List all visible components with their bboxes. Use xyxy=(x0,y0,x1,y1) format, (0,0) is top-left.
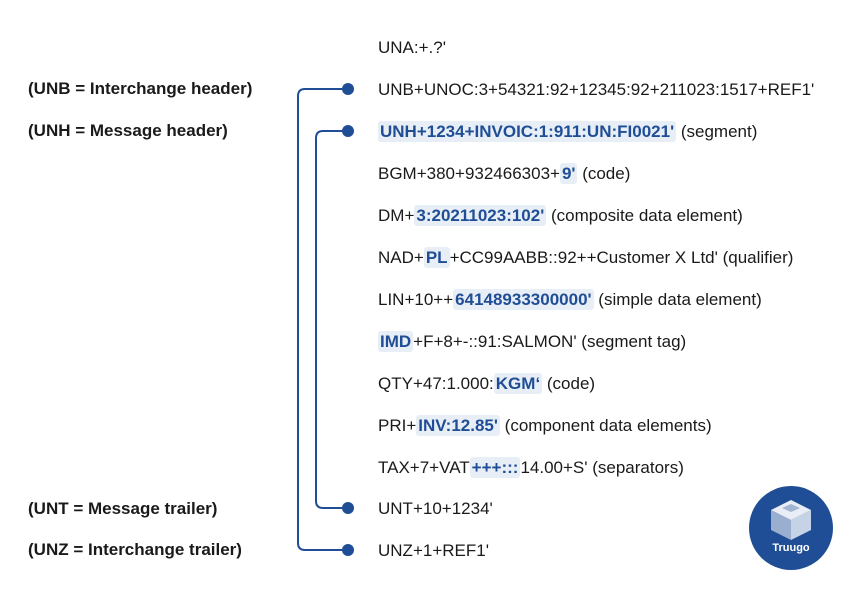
segment-text-after: 14.00+S' xyxy=(520,458,588,477)
segment-line-qty: QTY+47:1.000:KGM‘ (code) xyxy=(378,371,595,397)
segment-line-nad: NAD+PL+CC99AABB::92++Customer X Ltd' (qu… xyxy=(378,245,793,271)
cube-logo-icon xyxy=(771,500,811,540)
segment-text: NAD+ xyxy=(378,248,424,267)
segment-line-pri: PRI+INV:12.85' (component data elements) xyxy=(378,413,712,439)
dot-unh xyxy=(342,125,354,137)
segment-line-lin: LIN+10++64148933300000' (simple data ele… xyxy=(378,287,762,313)
segment-text: QTY+47:1.000: xyxy=(378,374,494,393)
truugo-logo: Truugo xyxy=(749,486,833,570)
segment-highlight: +++::: xyxy=(469,457,521,478)
segment-highlight: IMD xyxy=(378,331,414,352)
segment-line-una: UNA:+.?' xyxy=(378,35,446,61)
segment-highlight: 64148933300000' xyxy=(453,289,594,310)
segment-line-unb: UNB+UNOC:3+54321:92+12345:92+211023:1517… xyxy=(378,77,814,103)
dot-unt xyxy=(342,502,354,514)
segment-text: UNZ+1+REF1' xyxy=(378,541,489,560)
segment-highlight: PL xyxy=(423,247,450,268)
segment-note: (composite data element) xyxy=(546,206,743,225)
segment-note: (segment) xyxy=(676,122,758,141)
segment-note: (code) xyxy=(577,164,631,183)
segment-note: (simple data element) xyxy=(593,290,762,309)
segment-text: DM+ xyxy=(378,206,415,225)
label-unh: (UNH = Message header) xyxy=(28,121,228,140)
logo-text: Truugo xyxy=(772,542,810,554)
segment-text: LIN+10++ xyxy=(378,290,454,309)
segment-note: (segment tag) xyxy=(576,332,687,351)
segment-text: UNB+UNOC:3+54321:92+12345:92+211023:1517… xyxy=(378,80,815,99)
segment-line-unt: UNT+10+1234' xyxy=(378,496,493,522)
dot-unz xyxy=(342,544,354,556)
segment-note: (code) xyxy=(542,374,596,393)
segment-highlight: INV:12.85' xyxy=(416,415,500,436)
segment-note: (qualifier) xyxy=(717,248,794,267)
segment-line-tax: TAX+7+VAT+++:::14.00+S' (separators) xyxy=(378,455,684,481)
message-bracket xyxy=(315,130,348,509)
segment-line-bgm: BGM+380+932466303+9' (code) xyxy=(378,161,630,187)
segment-line-unz: UNZ+1+REF1' xyxy=(378,538,489,564)
label-unb: (UNB = Interchange header) xyxy=(28,79,253,98)
segment-line-unh: UNH+1234+INVOIC:1:911:UN:FI0021' (segmen… xyxy=(378,119,757,145)
segment-text: TAX+7+VAT xyxy=(378,458,470,477)
segment-note: (separators) xyxy=(587,458,684,477)
segment-highlight: 3:20211023:102' xyxy=(414,205,547,226)
label-unt: (UNT = Message trailer) xyxy=(28,499,218,518)
segment-text: UNA:+.?' xyxy=(378,38,446,57)
segment-text: BGM+380+932466303+ xyxy=(378,164,560,183)
segment-line-dtm: DM+3:20211023:102' (composite data eleme… xyxy=(378,203,743,229)
segment-text-after: +F+8+-::91:SALMON' xyxy=(413,332,577,351)
segment-highlight: KGM‘ xyxy=(493,373,543,394)
segment-line-imd: IMD+F+8+-::91:SALMON' (segment tag) xyxy=(378,329,686,355)
segment-text-after: +CC99AABB::92++Customer X Ltd' xyxy=(449,248,718,267)
interchange-bracket xyxy=(297,88,348,551)
segment-note: (component data elements) xyxy=(499,416,712,435)
label-unz: (UNZ = Interchange trailer) xyxy=(28,540,242,559)
segment-text: UNT+10+1234' xyxy=(378,499,493,518)
dot-unb xyxy=(342,83,354,95)
segment-highlight: 9' xyxy=(559,163,578,184)
segment-text: PRI+ xyxy=(378,416,417,435)
segment-highlight: UNH+1234+INVOIC:1:911:UN:FI0021' xyxy=(378,121,677,142)
